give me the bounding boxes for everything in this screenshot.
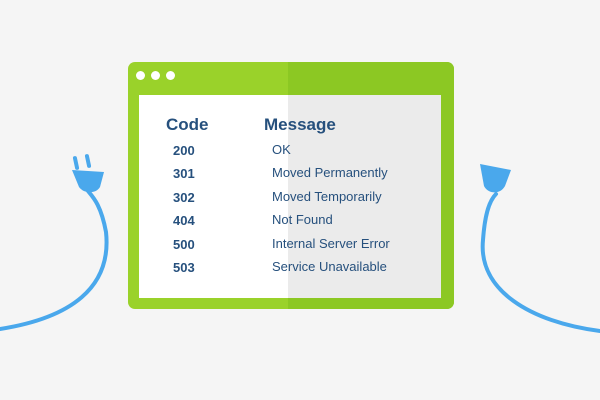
left-cable bbox=[0, 154, 109, 331]
window-dot bbox=[151, 71, 160, 80]
status-message: Internal Server Error bbox=[272, 235, 390, 251]
table-row: 301 Moved Permanently bbox=[139, 165, 441, 189]
content-shade bbox=[288, 95, 441, 298]
status-message: Service Unavailable bbox=[272, 258, 387, 274]
status-code: 404 bbox=[173, 213, 195, 229]
window-dot bbox=[136, 71, 145, 80]
status-code: 301 bbox=[173, 166, 195, 182]
status-code: 200 bbox=[173, 143, 195, 158]
right-cable bbox=[480, 164, 600, 333]
status-code: 503 bbox=[173, 259, 195, 275]
status-code-table: Code Message 200 OK 301 Moved Permanentl… bbox=[139, 95, 441, 298]
table-row: 302 Moved Temporarily bbox=[139, 188, 441, 213]
table-row: 503 Service Unavailable bbox=[139, 258, 441, 283]
code-column-header: Code bbox=[166, 115, 209, 134]
status-message: OK bbox=[272, 142, 291, 157]
browser-window: Code Message 200 OK 301 Moved Permanentl… bbox=[128, 62, 454, 309]
table-body: 200 OK 301 Moved Permanently 302 Moved T… bbox=[139, 142, 441, 283]
status-message: Moved Temporarily bbox=[272, 188, 382, 204]
window-dot bbox=[166, 71, 175, 80]
status-message: Not Found bbox=[272, 212, 333, 228]
status-message: Moved Permanently bbox=[272, 165, 388, 181]
status-code: 500 bbox=[173, 236, 195, 252]
socket-icon bbox=[480, 164, 511, 193]
table-row: 404 Not Found bbox=[139, 212, 441, 236]
status-code: 302 bbox=[173, 189, 195, 205]
table-row: 500 Internal Server Error bbox=[139, 235, 441, 260]
table-row: 200 OK bbox=[139, 142, 441, 166]
plug-icon bbox=[72, 154, 104, 193]
window-controls bbox=[136, 71, 175, 80]
message-column-header: Message bbox=[264, 115, 336, 134]
